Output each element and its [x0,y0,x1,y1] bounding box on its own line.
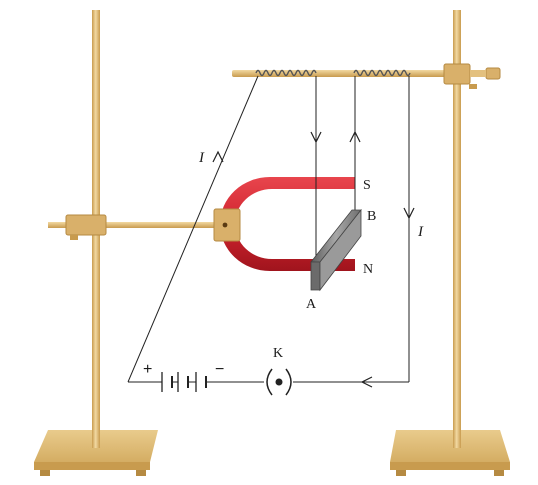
current-arrows [212,130,415,388]
left-stand-foot [136,470,146,476]
arrow-left-bottom-wire [360,376,373,388]
pole-label-s: S [363,178,371,193]
right-stand-base [390,430,510,462]
current-label-left: I [198,150,205,166]
arrow-up-rod-wire [349,130,361,143]
right-coil [353,69,411,77]
left-coil [255,69,317,77]
arrow-up-left-wire [212,150,224,163]
right-stand-base-front [390,462,510,470]
conductor-rod-ab [310,208,362,292]
left-clamp [65,214,107,236]
left-stand-foot [40,470,50,476]
magnet-holder-rod [48,214,234,240]
magnet-mount-screw [222,222,228,228]
pole-label-n: N [363,262,373,277]
plug-key [266,368,292,396]
right-stand-pole [453,10,461,448]
arrow-down-right-wire [403,207,415,220]
rod-end-label-b: B [367,209,376,224]
battery-minus-sign: − [215,361,224,378]
right-stand [390,10,510,476]
circuit-wires [127,75,410,383]
arrow-down-rod-wire [310,131,322,144]
top-clamp [443,63,471,85]
rod-end-label-a: A [306,297,317,312]
right-stand-foot [396,470,406,476]
top-clamp-nut [469,84,477,89]
current-label-right: I [417,224,424,240]
left-stand-base-front [34,462,150,470]
battery-plus-sign: + [143,361,152,378]
battery [161,372,212,392]
top-clamp-screw [485,67,501,80]
right-stand-foot [494,470,504,476]
left-stand [34,10,158,476]
wire-left-diagonal [127,75,259,383]
left-clamp-nut [70,235,78,240]
key-label-k: K [273,346,283,361]
